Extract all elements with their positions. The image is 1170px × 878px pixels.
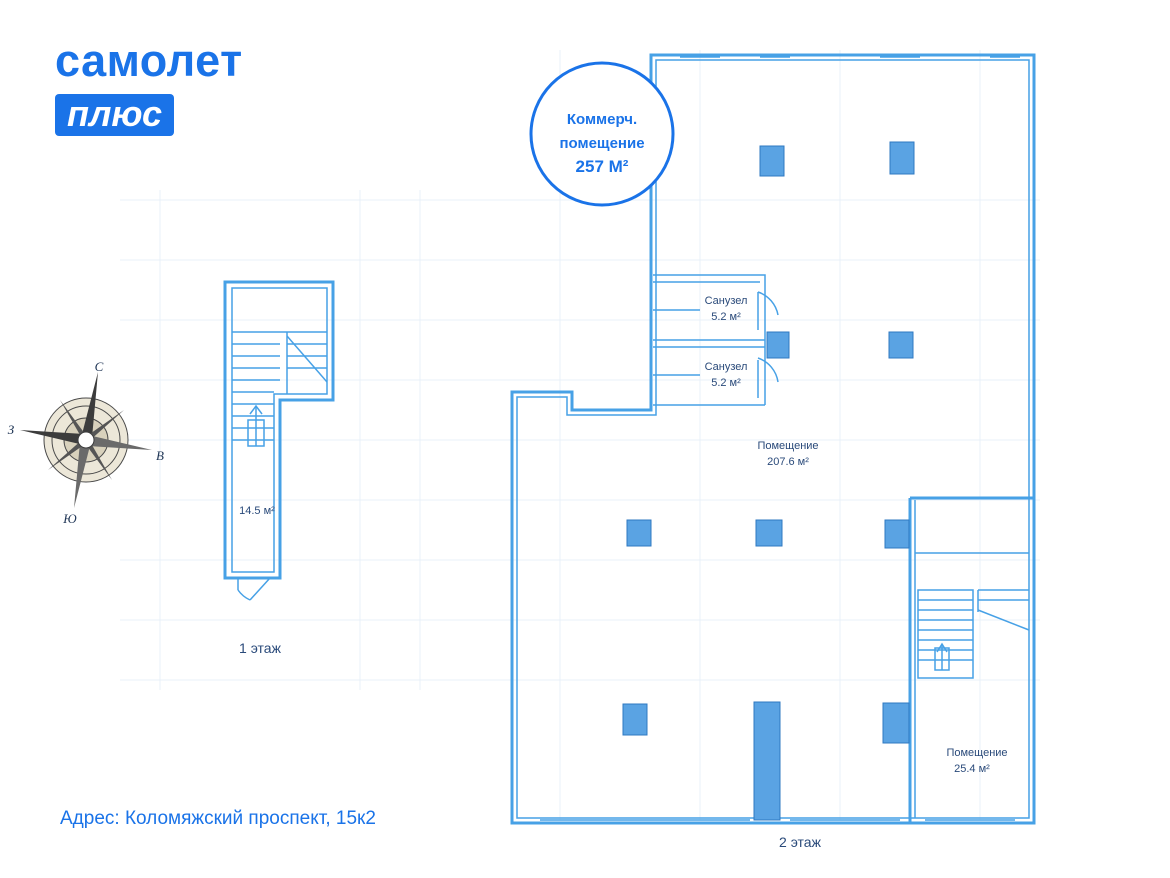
second-floor-walls [510,53,1036,825]
background-grid [120,50,1040,820]
bathroom-2-name: Санузел [705,361,748,373]
brand-logo: самолет плюс [55,36,243,136]
column [884,519,910,549]
compass-west: З [8,422,15,437]
column [622,703,648,736]
compass-east: В [156,448,164,463]
stair-steps [232,331,328,441]
column [888,331,914,359]
small-room-area: 25.4 м² [954,763,990,775]
column [882,702,910,744]
column [626,519,652,547]
column [755,519,783,547]
entrance-door [237,577,271,601]
small-room-name: Помещение [946,747,1007,759]
windows [540,56,1020,821]
compass-rose-icon [20,372,152,508]
main-room-area: 207.6 м² [767,456,809,468]
bathroom-1-area: 5.2 м² [711,311,741,323]
area-badge: Коммерч. помещение 257 М² [529,61,675,207]
main-room-name: Помещение [757,440,818,452]
bathroom-2-area: 5.2 м² [711,377,741,389]
first-floor-label: 1 этаж [239,640,282,656]
second-floor-stair [917,589,1030,679]
structural-columns [622,141,915,821]
badge-line-3: 257 М² [576,157,629,176]
second-floor-label: 2 этаж [779,834,822,850]
compass-north: С [95,359,104,374]
column [753,701,781,821]
logo-badge: плюс [55,94,175,136]
stair-up-arrow [247,404,265,447]
compass-south: Ю [62,511,77,526]
logo-wordmark: самолет [55,35,243,86]
badge-line-1: Коммерч. [567,111,637,128]
column [766,331,790,359]
stair-area-label: 14.5 м² [239,505,275,517]
address-text: Адрес: Коломяжский проспект, 15к2 [60,808,376,829]
column [759,145,785,177]
badge-line-2: помещение [559,135,644,152]
bathroom-1-name: Санузел [705,295,748,307]
first-floor-stair: 14.5 м² [223,280,335,601]
column [889,141,915,175]
